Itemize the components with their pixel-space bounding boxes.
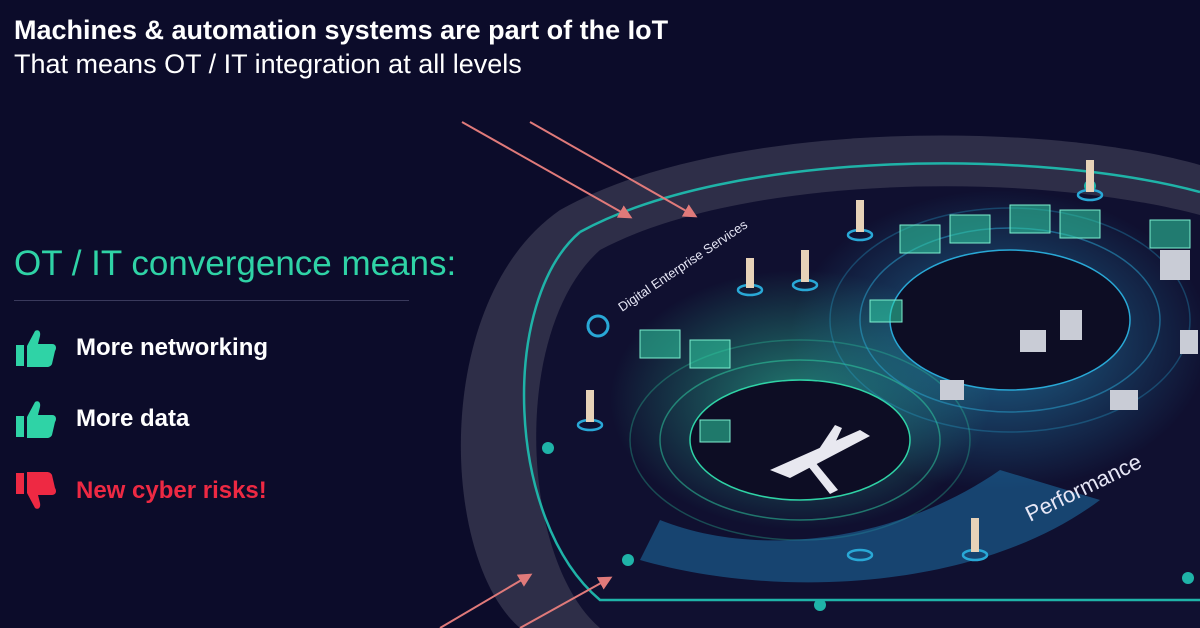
pointer-arrows xyxy=(439,121,698,628)
bullet-label: More networking xyxy=(76,334,269,361)
dashboard-panels xyxy=(639,204,1191,443)
convergence-heading: OT / IT convergence means: xyxy=(14,244,457,283)
bullet-label: More data xyxy=(76,405,190,432)
page-title: Machines & automation systems are part o… xyxy=(14,15,669,45)
ring-node xyxy=(542,442,554,454)
bullet-label: New cyber risks! xyxy=(76,477,267,504)
ring-node xyxy=(622,554,634,566)
ring-node xyxy=(814,599,826,611)
bullet-more-networking: More networking xyxy=(14,326,268,370)
divider xyxy=(14,300,409,301)
ring-gauge-icon xyxy=(586,314,610,338)
factory-zones xyxy=(610,190,1200,583)
page-subtitle: That means OT / IT integration at all le… xyxy=(14,49,522,79)
machines xyxy=(940,250,1198,410)
ring-node xyxy=(1182,572,1194,584)
people xyxy=(576,160,1104,562)
bullet-more-data: More data xyxy=(14,397,189,441)
thumbs-up-icon xyxy=(16,401,56,438)
thumbs-up-icon xyxy=(16,330,56,367)
thumbs-down-icon xyxy=(16,472,56,509)
airplane-icon xyxy=(770,425,870,494)
bullet-new-cyber-risks: New cyber risks! xyxy=(14,469,267,513)
